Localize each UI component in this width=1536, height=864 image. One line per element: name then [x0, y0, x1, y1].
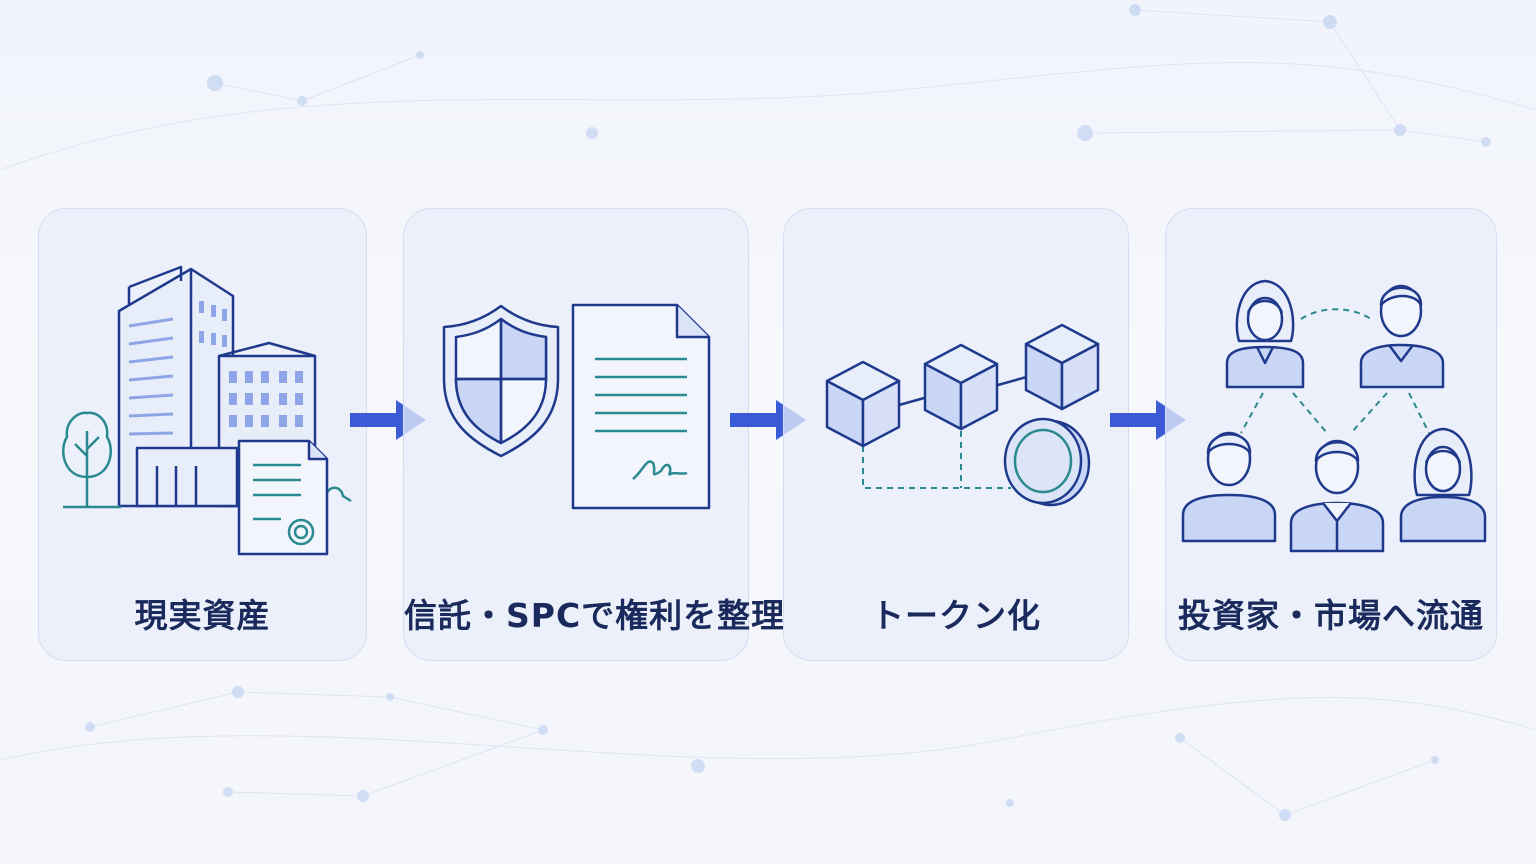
- step-label: 信託・SPCで権利を整理: [404, 596, 786, 635]
- step-card-trust-spc: 信託・SPCで権利を整理: [403, 208, 786, 661]
- investor-network-icon: [1181, 279, 1487, 553]
- step-card-real-asset: 現実資産: [38, 208, 367, 661]
- step-card-distribution: 投資家・市場へ流通: [1165, 208, 1497, 661]
- step-label: 現実資産: [134, 596, 271, 635]
- buildings-with-certificate-icon: [62, 265, 352, 556]
- blockchain-token-icon: [825, 323, 1100, 507]
- step-label: トークン化: [871, 596, 1041, 635]
- shield-and-contract-icon: [442, 303, 711, 510]
- step-card-tokenization: トークン化: [783, 208, 1129, 661]
- step-label: 投資家・市場へ流通: [1178, 596, 1484, 635]
